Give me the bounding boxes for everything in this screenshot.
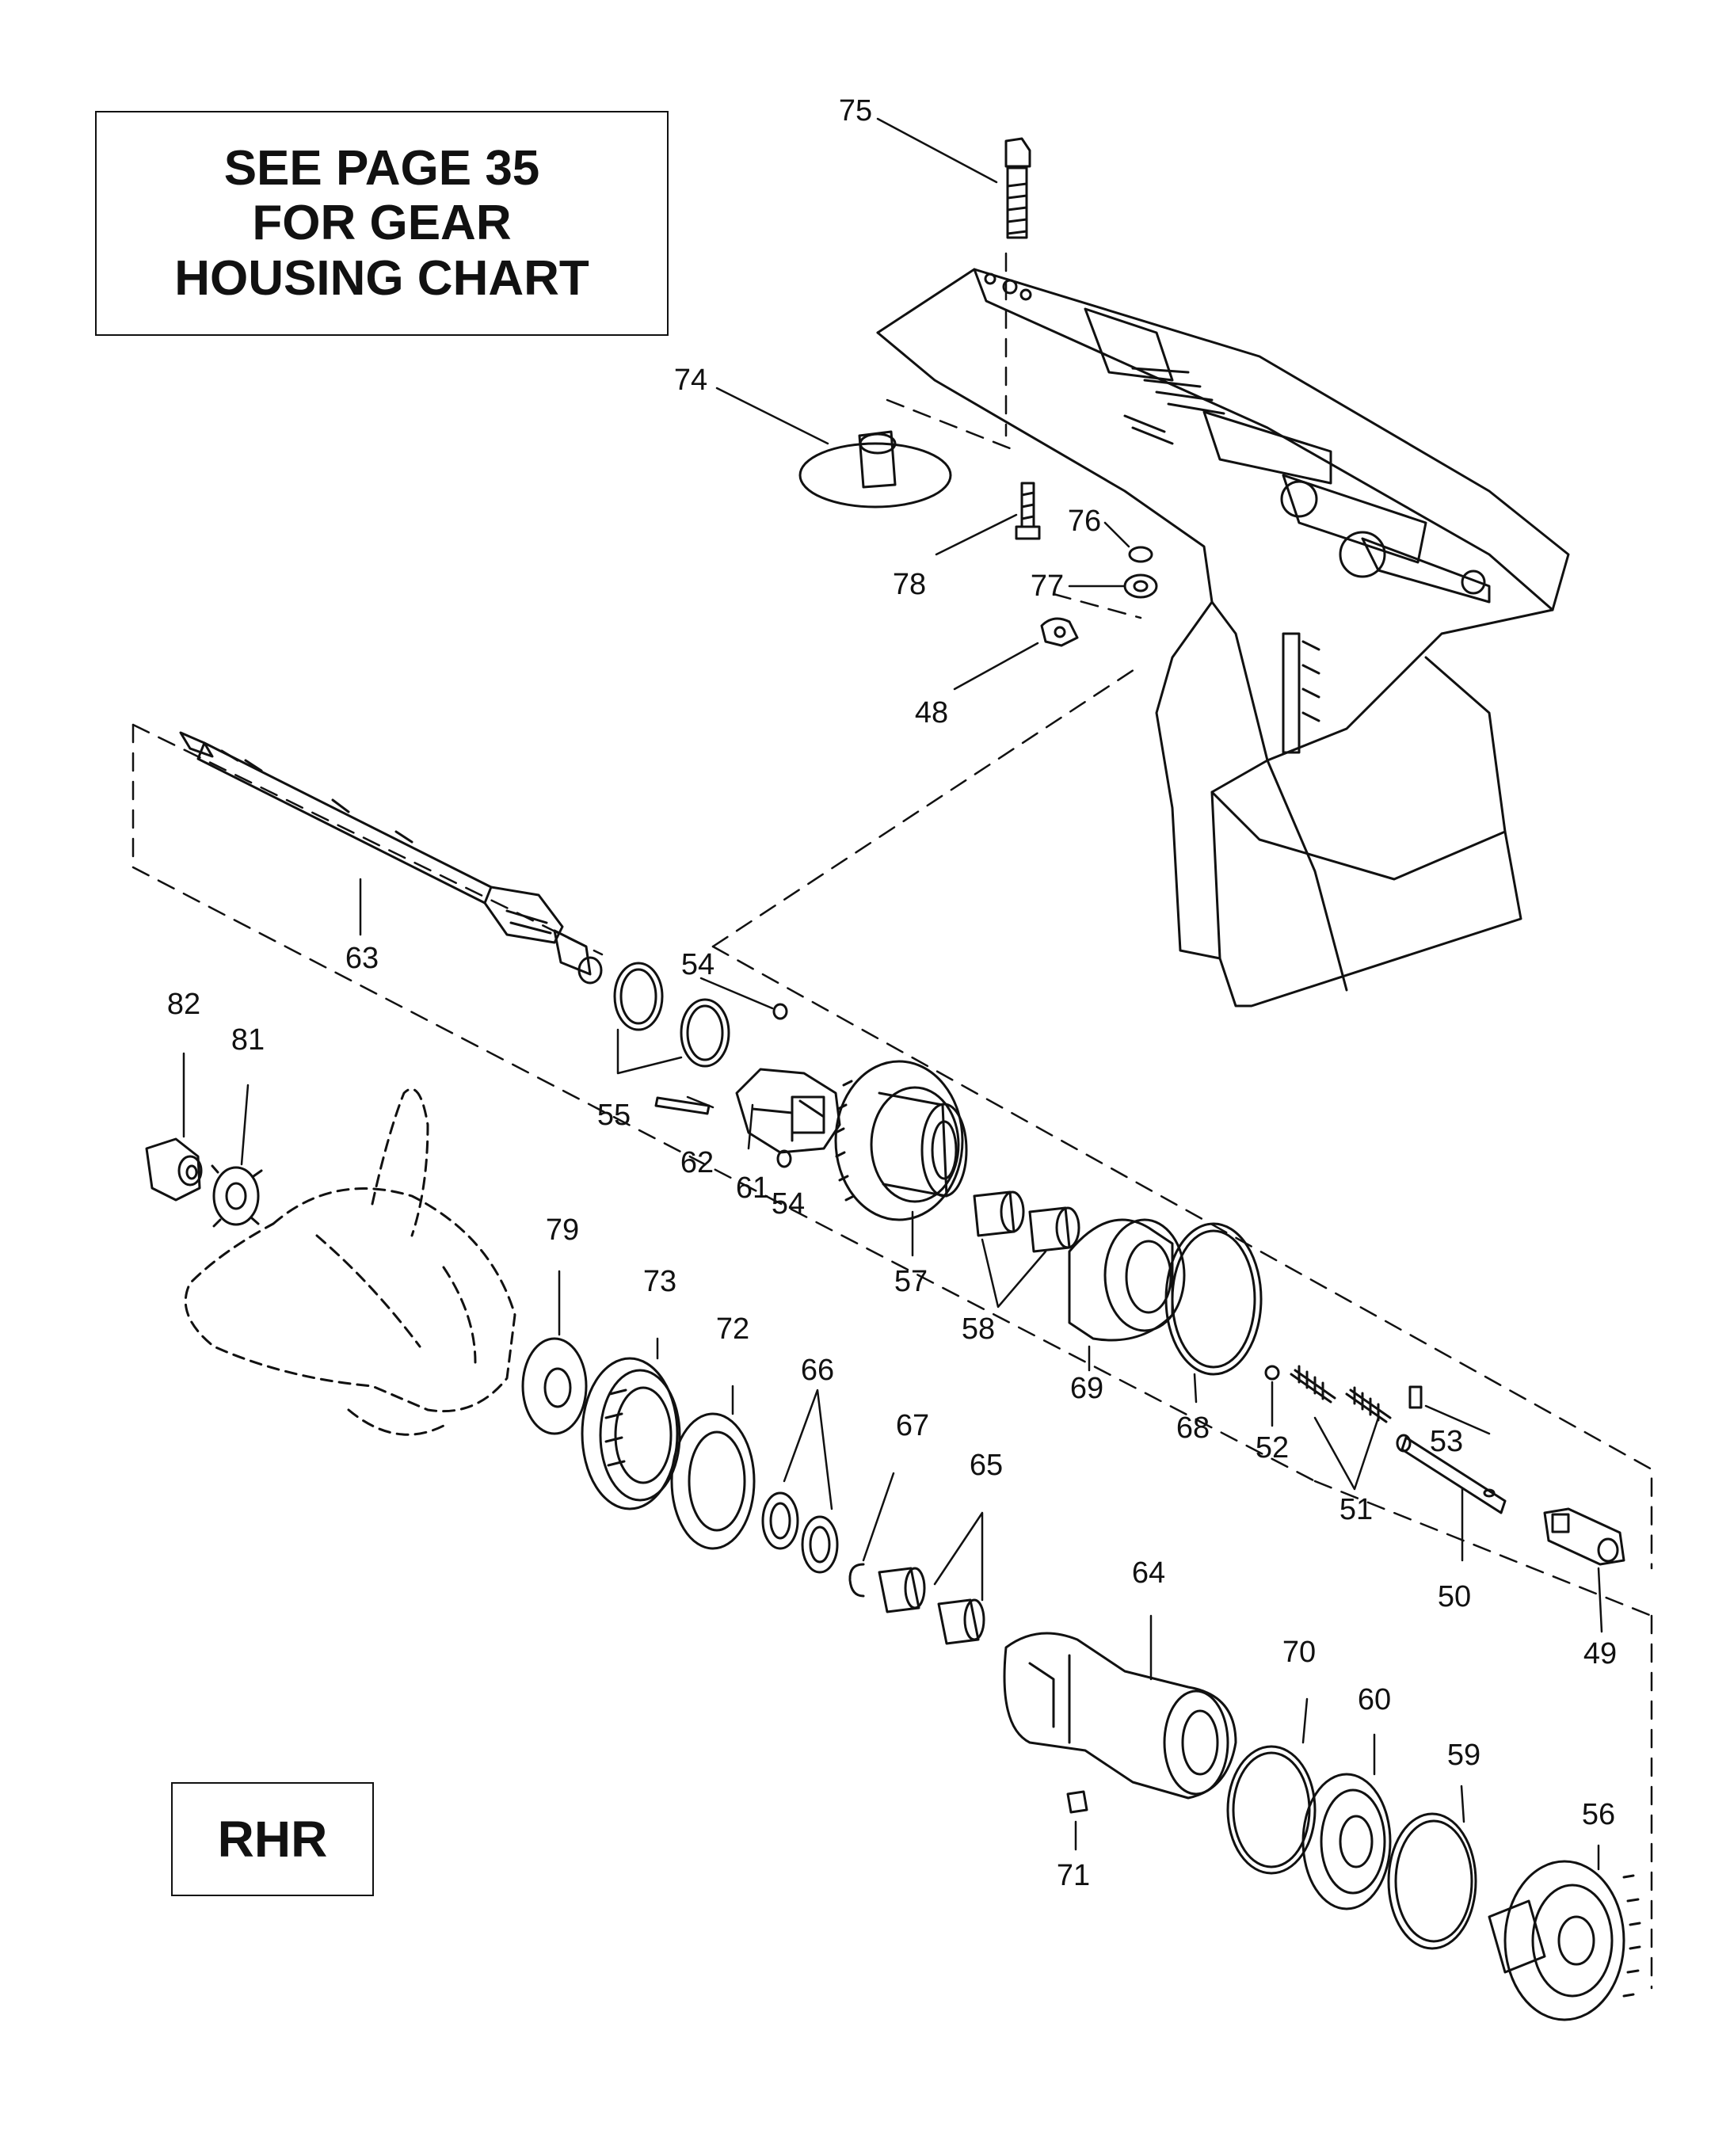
part-60-ball-bearing bbox=[1301, 1773, 1392, 1910]
part-82-prop-nut bbox=[145, 1137, 203, 1202]
part-70-o-ring bbox=[1226, 1745, 1317, 1875]
label-64: 64 bbox=[1132, 1556, 1165, 1590]
label-67: 67 bbox=[896, 1409, 929, 1442]
label-69: 69 bbox=[1070, 1372, 1103, 1405]
label-72: 72 bbox=[716, 1312, 749, 1346]
rotation-label: RHR bbox=[217, 1811, 328, 1868]
label-54-top: 54 bbox=[681, 948, 715, 981]
label-48: 48 bbox=[915, 696, 948, 729]
label-63: 63 bbox=[345, 942, 379, 975]
label-68: 68 bbox=[1176, 1411, 1210, 1445]
part-76-washer bbox=[1128, 546, 1153, 563]
part-77-nut bbox=[1123, 573, 1158, 599]
gear-housing-chart-note: SEE PAGE 35 FOR GEAR HOUSING CHART bbox=[95, 111, 669, 336]
label-60: 60 bbox=[1358, 1683, 1391, 1716]
part-56-reverse-gear bbox=[1488, 1860, 1641, 2021]
part-57-forward-gear bbox=[834, 1060, 968, 1221]
label-61: 61 bbox=[736, 1171, 769, 1205]
label-73: 73 bbox=[643, 1265, 676, 1298]
label-65: 65 bbox=[970, 1449, 1003, 1482]
label-52: 52 bbox=[1256, 1431, 1289, 1465]
part-65-needle-bearings bbox=[878, 1567, 985, 1645]
label-51: 51 bbox=[1339, 1493, 1373, 1526]
part-51-springs bbox=[1290, 1365, 1392, 1423]
part-48-trim-tab bbox=[1040, 617, 1079, 647]
label-54-bottom: 54 bbox=[772, 1187, 805, 1221]
label-79: 79 bbox=[546, 1213, 579, 1247]
note-line-1: SEE PAGE 35 bbox=[223, 140, 540, 196]
part-75-bolt bbox=[1004, 137, 1031, 239]
label-74: 74 bbox=[674, 364, 707, 397]
label-71: 71 bbox=[1057, 1859, 1090, 1892]
label-75: 75 bbox=[839, 94, 872, 128]
propeller-outline bbox=[184, 1088, 516, 1436]
part-74-anode bbox=[798, 430, 952, 509]
label-50: 50 bbox=[1438, 1580, 1471, 1613]
part-61-clutch bbox=[735, 1068, 841, 1154]
part-73-bearing bbox=[581, 1357, 681, 1510]
part-55-rings bbox=[613, 962, 730, 1068]
part-62-pin bbox=[654, 1096, 711, 1115]
label-62: 62 bbox=[680, 1146, 714, 1179]
part-52-ball bbox=[1264, 1365, 1280, 1381]
label-77: 77 bbox=[1031, 569, 1064, 603]
label-81: 81 bbox=[231, 1023, 265, 1057]
part-53-cross-pin bbox=[1408, 1385, 1423, 1409]
label-66: 66 bbox=[801, 1354, 834, 1387]
part-50-cam-shaft bbox=[1396, 1434, 1507, 1514]
part-59-shim bbox=[1387, 1812, 1477, 1950]
label-56: 56 bbox=[1582, 1798, 1615, 1831]
part-78-screw bbox=[1015, 482, 1041, 540]
label-76: 76 bbox=[1068, 505, 1101, 538]
part-54-detent-ball bbox=[772, 1003, 792, 1168]
part-69-bearing bbox=[1068, 1218, 1186, 1342]
part-49-cam bbox=[1543, 1507, 1625, 1566]
part-67-retaining-ring bbox=[848, 1563, 865, 1598]
part-71-key bbox=[1066, 1790, 1088, 1814]
rotation-label-box: RHR bbox=[171, 1782, 374, 1896]
label-58: 58 bbox=[962, 1312, 995, 1346]
label-82: 82 bbox=[167, 988, 200, 1021]
label-59: 59 bbox=[1447, 1739, 1480, 1772]
leader-lines bbox=[182, 117, 1603, 1871]
label-53: 53 bbox=[1430, 1425, 1463, 1458]
part-72-tab-washer bbox=[670, 1412, 756, 1550]
part-81-tab-washer bbox=[211, 1164, 263, 1228]
assembly-guide-lines bbox=[131, 252, 1653, 1990]
part-64-bearing-carrier bbox=[1003, 1632, 1237, 1800]
note-line-2: FOR GEAR bbox=[252, 196, 512, 251]
label-70: 70 bbox=[1282, 1636, 1316, 1669]
note-line-3: HOUSING CHART bbox=[174, 250, 589, 306]
part-labels: 75 74 76 78 77 48 63 54 82 81 55 62 61 5… bbox=[167, 94, 1617, 1892]
label-55: 55 bbox=[597, 1099, 631, 1132]
label-78: 78 bbox=[893, 568, 926, 601]
part-63-propeller-shaft bbox=[179, 731, 603, 985]
label-57: 57 bbox=[894, 1265, 928, 1298]
part-58-roller-bearings bbox=[973, 1190, 1080, 1253]
part-79-thrust-washer bbox=[521, 1337, 588, 1435]
part-68-o-ring bbox=[1164, 1222, 1263, 1376]
part-66-seals bbox=[761, 1491, 839, 1574]
gear-housing bbox=[876, 268, 1570, 1008]
label-49: 49 bbox=[1583, 1637, 1617, 1670]
